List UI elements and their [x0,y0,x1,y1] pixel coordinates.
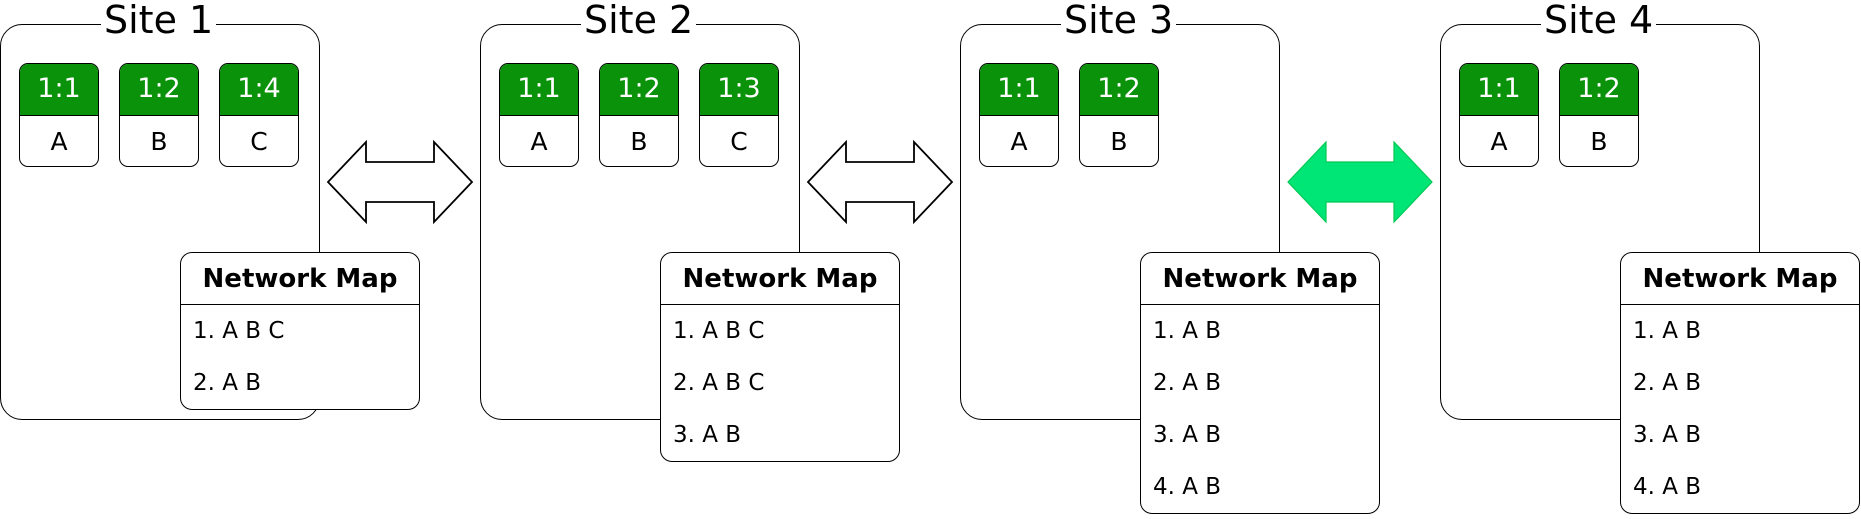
network-map-entry: 2. A B [1633,370,1702,396]
node-box: 1:2 B [1559,63,1639,167]
network-map-entry: 3. A B [673,422,742,448]
network-map-entry: 4. A B [1153,474,1222,500]
site-title: Site 1 [101,0,217,43]
network-map-title: Network Map [181,253,419,305]
node-label: B [1590,127,1608,156]
node-label: B [630,127,648,156]
node-box: 1:3 C [699,63,779,167]
bidirectional-arrow-site-2-3 [806,140,954,224]
bidirectional-arrow-site-3-4-active [1287,140,1433,224]
network-map-entry: 1. A B [1633,318,1702,344]
network-map-entry: 4. A B [1633,474,1702,500]
node-id: 1:1 [980,64,1058,116]
node-label: A [1010,127,1028,156]
network-map-site-2: Network Map 1. A B C 2. A B C 3. A B [660,252,900,462]
node-box: 1:1 A [979,63,1059,167]
node-id: 1:2 [1560,64,1638,116]
node-id: 1:4 [220,64,298,116]
node-label: B [1110,127,1128,156]
node-id: 1:3 [700,64,778,116]
node-id: 1:2 [1080,64,1158,116]
node-label: C [730,127,748,156]
node-label: C [250,127,268,156]
site-title: Site 4 [1541,0,1657,43]
node-box: 1:1 A [19,63,99,167]
node-label: B [150,127,168,156]
network-map-entry: 1. A B [1153,318,1222,344]
site-2-panel: Site 2 1:1 A 1:2 B 1:3 C [480,0,800,420]
network-map-site-1: Network Map 1. A B C 2. A B [180,252,420,410]
network-map-site-4: Network Map 1. A B 2. A B 3. A B 4. A B [1620,252,1860,514]
node-id: 1:1 [1460,64,1538,116]
node-label: A [50,127,68,156]
node-box: 1:4 C [219,63,299,167]
node-id: 1:2 [120,64,198,116]
node-box: 1:2 B [119,63,199,167]
network-map-entry: 2. A B C [673,370,765,396]
node-id: 1:2 [600,64,678,116]
network-map-title: Network Map [1141,253,1379,305]
double-arrow-shape-highlighted [1287,140,1433,224]
network-map-title: Network Map [1621,253,1859,305]
network-map-title: Network Map [661,253,899,305]
node-box: 1:1 A [1459,63,1539,167]
node-box: 1:2 B [599,63,679,167]
node-label: A [1490,127,1508,156]
node-id: 1:1 [500,64,578,116]
node-label: A [530,127,548,156]
node-id: 1:1 [20,64,98,116]
network-map-entry: 3. A B [1633,422,1702,448]
site-title: Site 3 [1061,0,1177,43]
double-arrow-shape [326,140,474,224]
network-map-entry: 2. A B [1153,370,1222,396]
network-map-entry: 2. A B [193,370,262,396]
network-map-entry: 3. A B [1153,422,1222,448]
site-1-panel: Site 1 1:1 A 1:2 B 1:4 C [0,0,320,420]
site-title: Site 2 [581,0,697,43]
network-map-entry: 1. A B C [193,318,285,344]
bidirectional-arrow-site-1-2 [326,140,474,224]
network-map-entry: 1. A B C [673,318,765,344]
node-box: 1:1 A [499,63,579,167]
double-arrow-shape [806,140,954,224]
network-map-site-3: Network Map 1. A B 2. A B 3. A B 4. A B [1140,252,1380,514]
node-box: 1:2 B [1079,63,1159,167]
